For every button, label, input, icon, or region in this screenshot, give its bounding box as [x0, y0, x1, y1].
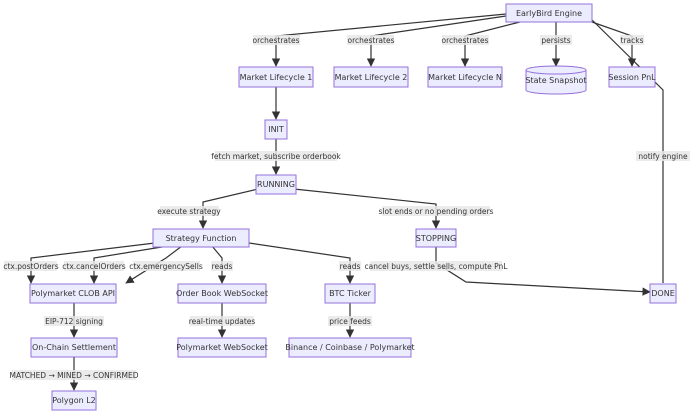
- label-emergency: ctx.emergencySells: [129, 261, 203, 271]
- label-persists: persists: [540, 35, 572, 45]
- node-done[interactable]: DONE: [649, 283, 677, 304]
- node-binance-coinbase-polymarket[interactable]: Binance / Coinbase / Polymarket: [285, 337, 415, 358]
- svg-text:orchestrates: orchestrates: [253, 36, 300, 45]
- node-init[interactable]: INIT: [264, 119, 288, 140]
- edge-labels: orchestrates orchestrates orchestrates p…: [3, 35, 690, 380]
- label-reads-1: reads: [211, 261, 233, 271]
- node-strategy-function[interactable]: Strategy Function: [152, 228, 250, 248]
- svg-text:STOPPING: STOPPING: [416, 234, 456, 243]
- svg-text:real-time updates: real-time updates: [189, 317, 256, 326]
- node-state-snapshot[interactable]: State Snapshot: [525, 65, 587, 95]
- node-engine[interactable]: EarlyBird Engine: [505, 3, 593, 23]
- svg-text:persists: persists: [541, 36, 570, 45]
- node-running[interactable]: RUNNING: [255, 174, 297, 195]
- node-btc-ticker[interactable]: BTC Ticker: [324, 283, 376, 304]
- edge-strategy-obws: [211, 245, 227, 284]
- svg-text:INIT: INIT: [268, 125, 284, 134]
- svg-text:reads: reads: [212, 262, 233, 271]
- node-session-pnl[interactable]: Session PnL: [608, 66, 656, 88]
- edge-stopping-done: [435, 247, 651, 296]
- svg-text:price feeds: price feeds: [329, 317, 371, 326]
- node-on-chain-settlement[interactable]: On-Chain Settlement: [30, 337, 118, 358]
- svg-text:Market Lifecycle N: Market Lifecycle N: [428, 73, 502, 82]
- svg-text:Strategy Function: Strategy Function: [166, 234, 237, 243]
- svg-text:ctx.cancelOrders: ctx.cancelOrders: [62, 262, 125, 271]
- node-polymarket-clob-api[interactable]: Polymarket CLOB API: [29, 283, 117, 304]
- label-matched: MATCHED → MINED → CONFIRMED: [10, 370, 139, 380]
- svg-text:tracks: tracks: [621, 36, 644, 45]
- label-reads-2: reads: [339, 261, 361, 271]
- node-order-book-websocket[interactable]: Order Book WebSocket: [176, 283, 268, 304]
- svg-text:fetch market, subscribe orderb: fetch market, subscribe orderbook: [211, 152, 341, 161]
- edge-running-stopping: [293, 188, 441, 229]
- node-stopping[interactable]: STOPPING: [415, 228, 457, 248]
- svg-text:BTC Ticker: BTC Ticker: [329, 289, 372, 298]
- svg-text:cancel buys, settle sells, com: cancel buys, settle sells, compute PnL: [365, 262, 509, 271]
- label-cancel: ctx.cancelOrders: [62, 261, 126, 271]
- edge-strategy-btc: [248, 242, 355, 284]
- label-eip: EIP-712 signing: [44, 316, 104, 326]
- edge-done-engine: [575, 3, 664, 283]
- svg-text:Binance / Coinbase / Polymarke: Binance / Coinbase / Polymarket: [285, 343, 414, 352]
- svg-text:State Snapshot: State Snapshot: [525, 76, 586, 85]
- svg-text:Order Book WebSocket: Order Book WebSocket: [176, 289, 268, 298]
- svg-text:Market Lifecycle 1: Market Lifecycle 1: [240, 73, 313, 82]
- svg-text:ctx.emergencySells: ctx.emergencySells: [129, 262, 203, 271]
- label-execute: execute strategy: [157, 206, 221, 216]
- svg-text:DONE: DONE: [651, 289, 675, 298]
- label-tracks: tracks: [620, 35, 644, 45]
- svg-text:orchestrates: orchestrates: [442, 36, 489, 45]
- svg-text:EIP-712 signing: EIP-712 signing: [45, 317, 103, 326]
- node-polymarket-websocket[interactable]: Polymarket WebSocket: [176, 337, 268, 358]
- svg-text:Polymarket CLOB API: Polymarket CLOB API: [31, 289, 115, 298]
- svg-text:Polygon L2: Polygon L2: [52, 396, 96, 405]
- svg-text:execute strategy: execute strategy: [157, 207, 221, 216]
- label-realtime: real-time updates: [189, 316, 256, 326]
- svg-text:Market Lifecycle 2: Market Lifecycle 2: [335, 73, 408, 82]
- edge-strategy-clob-post: [26, 242, 156, 284]
- edge-running-strategy: [198, 188, 259, 229]
- label-post: ctx.postOrders: [3, 261, 59, 271]
- label-slot: slot ends or no pending orders: [379, 206, 494, 216]
- svg-text:RUNNING: RUNNING: [257, 180, 295, 189]
- svg-text:reads: reads: [340, 262, 361, 271]
- label-price-feeds: price feeds: [328, 316, 372, 326]
- label-orchestrates-n: orchestrates: [442, 35, 489, 45]
- edge-strategy-clob-cancel: [89, 245, 169, 284]
- node-polygon-l2[interactable]: Polygon L2: [51, 390, 97, 411]
- node-market-lifecycle-2[interactable]: Market Lifecycle 2: [333, 66, 409, 88]
- svg-text:MATCHED → MINED → CONFIRMED: MATCHED → MINED → CONFIRMED: [10, 371, 139, 380]
- svg-text:ctx.postOrders: ctx.postOrders: [3, 262, 58, 271]
- nodes: EarlyBird Engine Market Lifecycle 1 Mark…: [29, 3, 677, 411]
- svg-text:EarlyBird Engine: EarlyBird Engine: [516, 9, 582, 18]
- svg-text:Session PnL: Session PnL: [608, 73, 656, 82]
- svg-text:orchestrates: orchestrates: [348, 36, 395, 45]
- edge-strategy-clob-emerg: [125, 245, 183, 284]
- node-market-lifecycle-1[interactable]: Market Lifecycle 1: [238, 66, 314, 88]
- svg-text:notify engine: notify engine: [638, 152, 688, 161]
- node-market-lifecycle-n[interactable]: Market Lifecycle N: [427, 66, 503, 88]
- label-cancel-buys: cancel buys, settle sells, compute PnL: [365, 261, 509, 271]
- svg-text:slot ends or no pending orders: slot ends or no pending orders: [379, 207, 494, 216]
- label-fetch: fetch market, subscribe orderbook: [211, 151, 341, 161]
- svg-text:On-Chain Settlement: On-Chain Settlement: [32, 343, 116, 352]
- label-orchestrates-1: orchestrates: [253, 35, 300, 45]
- svg-text:Polymarket WebSocket: Polymarket WebSocket: [176, 343, 268, 352]
- label-orchestrates-2: orchestrates: [347, 35, 395, 45]
- label-notify: notify engine: [636, 151, 690, 161]
